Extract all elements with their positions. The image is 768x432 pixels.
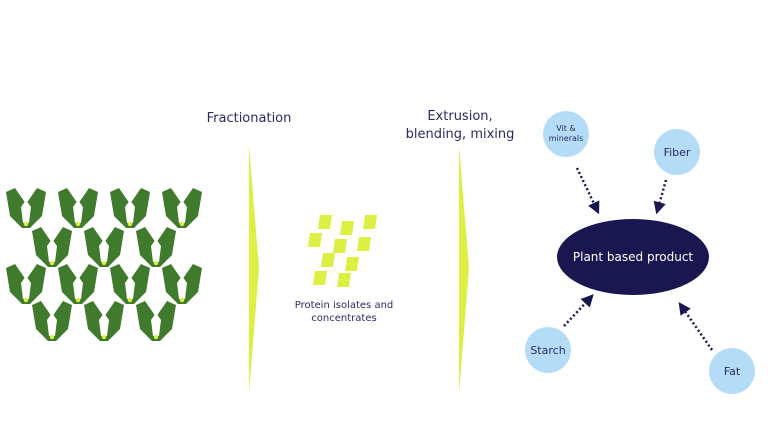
protein-isolates-label: Protein isolates and concentrates bbox=[282, 299, 406, 325]
extrusion-process-arrow bbox=[459, 145, 469, 393]
pea-pod-icon bbox=[84, 301, 124, 341]
pea-pod-icon bbox=[6, 188, 46, 228]
starch-arrow bbox=[563, 294, 594, 327]
pea-pod-icon bbox=[58, 188, 98, 228]
vit-minerals-arrow bbox=[575, 167, 600, 215]
protein-label-line1: Protein isolates and bbox=[294, 300, 394, 311]
fiber-arrow bbox=[653, 179, 668, 215]
protein-crystal-icon bbox=[340, 221, 354, 235]
pea-pod-icon bbox=[136, 301, 176, 341]
vit-minerals-line1: Vit & bbox=[556, 124, 576, 133]
protein-crystal-icon bbox=[313, 271, 327, 285]
pea-pod-icon bbox=[162, 264, 202, 304]
protein-crystal-icon bbox=[357, 237, 371, 251]
fat-circle: Fat bbox=[709, 348, 755, 394]
protein-crystal-icon bbox=[318, 215, 332, 229]
pea-pod-icon bbox=[32, 301, 72, 341]
protein-crystal-icon bbox=[308, 233, 322, 247]
protein-crystal-icon bbox=[345, 257, 359, 271]
pea-pod-icon bbox=[84, 227, 124, 267]
starch-label: Starch bbox=[530, 343, 566, 357]
plant-based-product-label: Plant based product bbox=[572, 250, 694, 264]
fiber-label: Fiber bbox=[663, 145, 691, 159]
pea-pod-icon bbox=[136, 227, 176, 267]
pea-pods-cluster bbox=[6, 188, 202, 341]
protein-crystal-icon bbox=[333, 239, 347, 253]
pea-pod-icon bbox=[32, 227, 72, 267]
pea-pod-icon bbox=[6, 264, 46, 304]
protein-crystal-icon bbox=[321, 253, 335, 267]
vit-minerals-circle: Vit & minerals bbox=[543, 111, 589, 157]
fat-arrow bbox=[678, 301, 714, 351]
pea-pod-icon bbox=[162, 188, 202, 228]
extrusion-label: Extrusion, blending, mixing bbox=[400, 108, 520, 144]
protein-crystal-icon bbox=[337, 273, 351, 287]
pea-pod-icon bbox=[110, 188, 150, 228]
fat-label: Fat bbox=[723, 364, 741, 378]
plant-based-product-oval: Plant based product bbox=[557, 219, 709, 295]
vit-minerals-line2: minerals bbox=[548, 134, 584, 143]
protein-label-line2: concentrates bbox=[311, 313, 377, 324]
pea-pod-icon bbox=[110, 264, 150, 304]
protein-crystal-icon bbox=[363, 215, 377, 229]
pea-pod-icon bbox=[58, 264, 98, 304]
starch-circle: Starch bbox=[525, 327, 571, 373]
extrusion-label-line1: Extrusion, bbox=[427, 109, 493, 124]
extrusion-label-line2: blending, mixing bbox=[405, 127, 515, 142]
protein-crystals bbox=[308, 215, 377, 287]
fiber-circle: Fiber bbox=[654, 129, 700, 175]
fractionation-process-arrow bbox=[249, 145, 259, 393]
fractionation-label: Fractionation bbox=[206, 111, 292, 126]
